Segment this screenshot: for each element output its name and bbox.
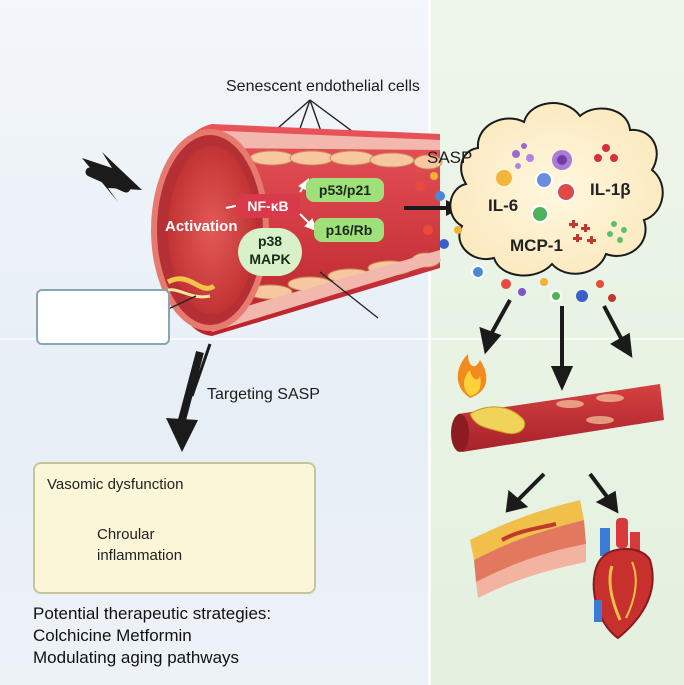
- heart-icon: [592, 518, 654, 640]
- p53p21-pill: p53/p21: [306, 178, 384, 202]
- blood-vessel: [151, 124, 443, 336]
- mapk-label: MAPK: [249, 251, 291, 267]
- il6-label: IL-6: [488, 196, 519, 215]
- released-particles: [415, 172, 616, 302]
- strategies-line1: Potential therapeutic strategies:: [33, 604, 272, 623]
- input-arrow: [82, 152, 142, 202]
- p38-mapk-pill: p38 MAPK: [238, 228, 302, 276]
- outcomes-title: Vasomic dysfunction: [47, 476, 184, 493]
- bottom-outcome-arrows: [505, 472, 619, 514]
- cloud-particles: [496, 143, 627, 244]
- targeting-arrow: [166, 343, 212, 452]
- p38-label: p38: [257, 233, 283, 249]
- activation-label: Activation: [165, 218, 238, 235]
- vessel-callout-line: [319, 271, 379, 319]
- sasp-label: SASP: [427, 148, 473, 167]
- outcomes-line2: inflammation: [97, 547, 183, 564]
- cloud-outcome-arrows: [479, 299, 633, 391]
- plaque-vessel: [451, 384, 664, 452]
- targeting-sasp-label: Targeting SASP: [207, 386, 320, 403]
- p16rb-pill: p16/Rb: [314, 218, 384, 242]
- mcp1-label: MCP-1: [510, 236, 563, 255]
- flame-icon: [457, 354, 487, 398]
- outcomes-line1: Chroular: [97, 526, 155, 543]
- vertical-divider: [428, 0, 431, 685]
- outcomes-box: Vasomic dysfunction Chroular inflammatio…: [33, 462, 316, 594]
- senescent-cells-label: Senescent endothelial cells: [226, 78, 420, 95]
- strategies-text: Potential therapeutic strategies: Colchi…: [33, 603, 271, 669]
- il1b-label: IL-1β: [590, 180, 631, 199]
- arterial-tissue-icon: [470, 500, 586, 598]
- strategies-line3: Modulating aging pathways: [33, 648, 240, 667]
- empty-label-box: [36, 289, 170, 345]
- nfkb-pill: NF-κB: [236, 194, 300, 218]
- outcomes-text: Chroular inflammation: [97, 524, 182, 566]
- box-callout-line: [165, 295, 197, 311]
- strategies-line2: Colchicine Metformin: [33, 626, 192, 645]
- horizontal-divider: [0, 338, 684, 340]
